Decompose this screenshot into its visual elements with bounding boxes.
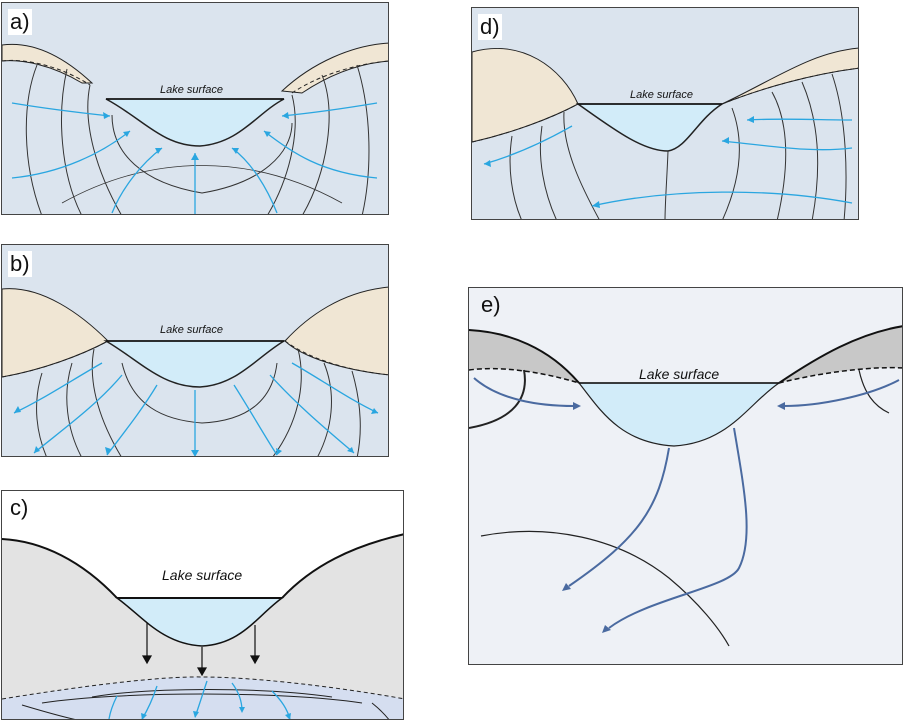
equipotential-lines <box>21 689 390 719</box>
flow-arrowheads <box>141 707 291 719</box>
flow-arrows <box>11 102 378 214</box>
saturated-zone <box>2 676 403 719</box>
hill-right <box>280 42 388 94</box>
equipotential-lines <box>36 348 361 456</box>
groundwater-zone <box>469 288 902 664</box>
flow-arrows <box>483 118 853 207</box>
panel-label: d) <box>478 14 502 40</box>
equipotential-lines <box>509 73 847 219</box>
panel-label: b) <box>8 251 32 277</box>
lake-water <box>103 340 287 388</box>
flow-arrowheads <box>103 112 289 160</box>
water-table <box>778 366 902 384</box>
equipotential-lines <box>469 369 890 647</box>
lake-surface-label: Lake surface <box>160 324 223 336</box>
panel-b: Lake surface b) <box>1 244 389 457</box>
ground-surface <box>2 538 118 599</box>
hill-right-gray <box>779 326 902 383</box>
ground-surface <box>281 533 403 599</box>
water-table <box>469 367 580 384</box>
panel-label: a) <box>8 9 32 35</box>
lake-water <box>105 98 285 147</box>
panel-b-diagram: Lake surface <box>2 245 388 456</box>
flow-arrows <box>13 362 379 456</box>
ground-surface <box>469 329 580 384</box>
water-table <box>284 340 388 376</box>
lake-surface-label: Lake surface <box>162 567 242 583</box>
equipotential-lines <box>25 64 370 214</box>
ground-surface <box>778 325 902 384</box>
panel-a: Lake surface a) <box>1 2 389 215</box>
panel-e: Lake surface e) <box>468 287 903 665</box>
panel-d-diagram: Lake surface <box>472 8 858 219</box>
lake-surface-label: Lake surface <box>639 366 719 382</box>
lake-water <box>577 382 781 447</box>
flow-arrowheads <box>14 406 378 456</box>
lake-surface-label: Lake surface <box>160 84 223 96</box>
panel-c-diagram: Lake surface <box>2 491 403 719</box>
panel-a-diagram: Lake surface <box>2 3 388 214</box>
water-table <box>291 60 388 94</box>
lake-water <box>114 597 285 647</box>
seepage-arrows <box>141 623 261 677</box>
water-table <box>2 59 91 86</box>
flow-arrowheads <box>484 116 754 208</box>
water-table <box>721 67 858 105</box>
panel-e-diagram: Lake surface <box>469 288 902 664</box>
flow-arrowheads <box>562 402 785 633</box>
lake-surface-label: Lake surface <box>630 89 693 101</box>
flow-arrows <box>473 377 900 629</box>
panel-label: e) <box>481 292 501 317</box>
hill-left-gray <box>469 330 579 383</box>
panel-d: Lake surface d) <box>471 7 859 220</box>
panel-c: Lake surface c) <box>1 490 404 720</box>
panel-label: c) <box>10 495 29 520</box>
